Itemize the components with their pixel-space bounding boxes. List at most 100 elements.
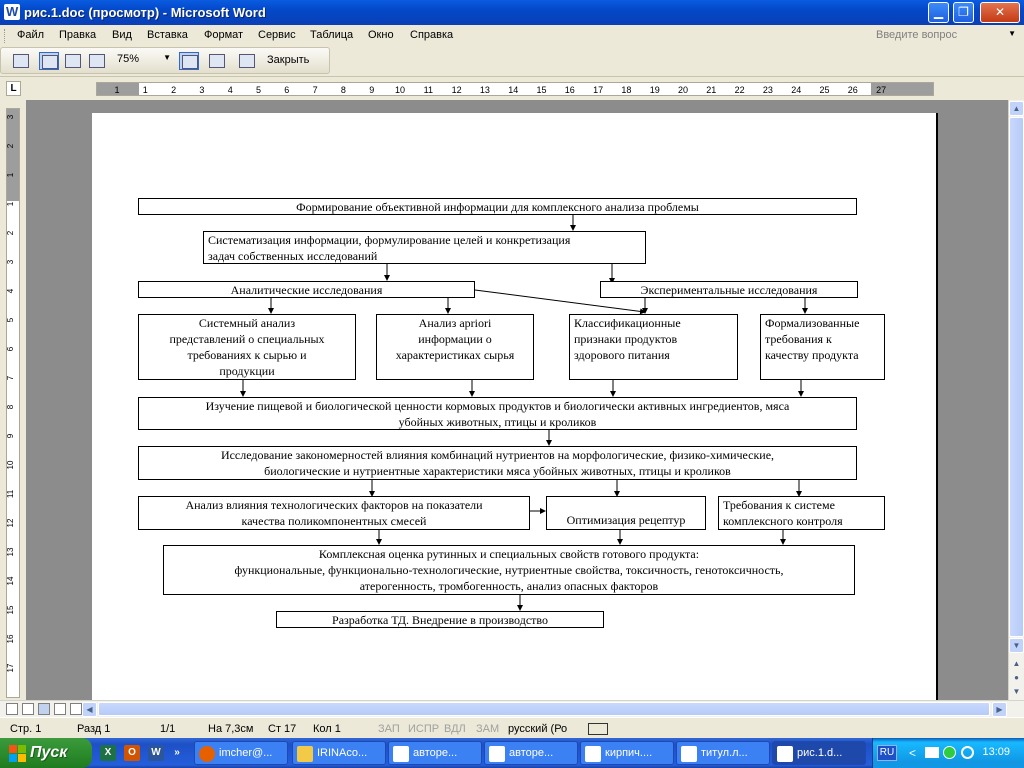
box-text-line: биологические и нутриентные характеристи…: [264, 464, 731, 478]
status-overtype[interactable]: ЗАМ: [476, 723, 500, 735]
task-label: imcher@...: [219, 747, 273, 759]
status-record[interactable]: ЗАП: [378, 723, 400, 735]
language-indicator[interactable]: RU: [877, 745, 897, 761]
outlook-quicklaunch-icon[interactable]: O: [124, 745, 140, 761]
word-quicklaunch-icon[interactable]: W: [148, 745, 164, 761]
shrink-to-fit-button[interactable]: [207, 52, 227, 70]
excel-quicklaunch-icon[interactable]: X: [100, 745, 116, 761]
status-tray-icon[interactable]: [961, 746, 974, 759]
minimize-button[interactable]: ▁: [928, 2, 949, 23]
box-text-line: Комплексная оценка рутинных и специальны…: [318, 547, 700, 561]
vertical-scrollbar[interactable]: ▲ ▼ ▲ ● ▼: [1008, 100, 1024, 700]
task-word-1[interactable]: авторе...: [388, 741, 482, 765]
task-firefox-mail[interactable]: imcher@...: [194, 741, 288, 765]
close-button[interactable]: ✕: [980, 2, 1020, 23]
horizontal-scrollbar[interactable]: ◀ ▶: [0, 700, 1024, 717]
ruler-icon: [182, 55, 198, 69]
box-text-line: характеристиках сырья: [395, 348, 515, 362]
ruler-label: 4: [228, 85, 233, 95]
scroll-left-button[interactable]: ◀: [82, 702, 97, 717]
menu-help[interactable]: Справка: [410, 29, 454, 41]
ruler-label: 20: [678, 85, 688, 95]
print-button[interactable]: [11, 52, 31, 70]
vruler-label: 12: [7, 518, 15, 527]
vruler-label: 4: [7, 288, 15, 293]
network-tray-icon[interactable]: [943, 746, 956, 759]
multiple-pages-button[interactable]: [87, 52, 107, 70]
vruler-label: 8: [7, 404, 15, 409]
flowchart-box-technological: Анализ влияния технологических факторов …: [138, 496, 530, 530]
menu-table[interactable]: Таблица: [310, 29, 354, 41]
shrink-to-fit-icon: [209, 54, 225, 68]
close-preview-button[interactable]: Закрыть: [267, 54, 310, 66]
flowchart-box-recipe-optimization: Оптимизация рецептур: [546, 496, 706, 530]
menu-edit[interactable]: Правка: [59, 29, 97, 41]
status-extend[interactable]: ВДЛ: [444, 723, 466, 735]
vruler-label: 14: [7, 576, 15, 585]
normal-view-icon[interactable]: [6, 703, 18, 715]
status-track-changes[interactable]: ИСПР: [408, 723, 440, 735]
vruler-label: 1: [7, 201, 15, 206]
ask-question-box[interactable]: Введите вопрос ▼: [872, 28, 1020, 45]
status-bar: Стр. 1 Разд 1 1/1 На 7,3см Ст 17 Кол 1 З…: [0, 717, 1024, 738]
box-text: Аналитические исследования: [230, 283, 383, 297]
box-text-line: информации о: [418, 332, 492, 346]
outline-view-icon[interactable]: [54, 703, 66, 715]
vruler-label: 3: [7, 259, 15, 264]
task-word-3[interactable]: кирпич....: [580, 741, 674, 765]
task-folder[interactable]: IRINAco...: [292, 741, 386, 765]
start-button[interactable]: Пуск: [0, 738, 92, 768]
quicklaunch-more[interactable]: »: [174, 747, 180, 758]
ruler-label: 22: [735, 85, 745, 95]
tray-expand-icon[interactable]: <: [909, 746, 917, 760]
flowchart-box-control-requirements: Требования к системе комплексного контро…: [718, 496, 885, 530]
scroll-up-button[interactable]: ▲: [1009, 101, 1024, 116]
task-word-active[interactable]: рис.1.d...: [772, 741, 866, 765]
ruler-label: 1: [143, 85, 148, 95]
browse-object-icon[interactable]: ●: [1009, 670, 1024, 685]
previous-page-icon[interactable]: ▲: [1009, 656, 1024, 671]
task-word-2[interactable]: авторе...: [484, 741, 578, 765]
menu-grip[interactable]: [4, 29, 7, 43]
ruler-label: 1: [114, 85, 119, 95]
view-ruler-button[interactable]: [179, 52, 199, 70]
one-page-icon: [65, 54, 81, 68]
scroll-right-button[interactable]: ▶: [992, 702, 1007, 717]
box-text: Формирование объективной информации для …: [296, 200, 699, 214]
reading-layout-view-icon[interactable]: [70, 703, 82, 715]
word-app-icon[interactable]: [4, 4, 20, 20]
spelling-status-icon[interactable]: [588, 723, 608, 735]
full-screen-button[interactable]: [237, 52, 257, 70]
restore-button[interactable]: ❐: [953, 2, 974, 23]
zoom-select[interactable]: 75% ▼: [117, 53, 173, 69]
menu-tools[interactable]: Сервис: [258, 29, 296, 41]
ruler-label: 6: [284, 85, 289, 95]
one-page-button[interactable]: [63, 52, 83, 70]
ruler-label: 3: [199, 85, 204, 95]
zoom-dropdown-icon[interactable]: ▼: [163, 53, 171, 62]
menu-view[interactable]: Вид: [112, 29, 132, 41]
menu-format[interactable]: Формат: [204, 29, 244, 41]
ask-dropdown-icon[interactable]: ▼: [1008, 29, 1016, 38]
vertical-scroll-thumb[interactable]: [1009, 117, 1024, 637]
web-layout-view-icon[interactable]: [22, 703, 34, 715]
document-page[interactable]: Формирование объективной информации для …: [92, 113, 938, 700]
print-layout-view-icon[interactable]: [38, 703, 50, 715]
box-text-line: Анализ влияния технологических факторов …: [185, 498, 483, 512]
task-word-4[interactable]: титул.л...: [676, 741, 770, 765]
vertical-ruler[interactable]: 3211234567891011121314151617: [6, 108, 20, 698]
scroll-down-button[interactable]: ▼: [1009, 638, 1024, 653]
vruler-ticks: 3211234567891011121314151617: [7, 114, 15, 672]
multiple-pages-icon: [89, 54, 105, 68]
magnifier-button[interactable]: [39, 52, 59, 70]
menu-window[interactable]: Окно: [368, 29, 394, 41]
menu-insert[interactable]: Вставка: [147, 29, 188, 41]
next-page-icon[interactable]: ▼: [1009, 684, 1024, 699]
document-area[interactable]: Формирование объективной информации для …: [26, 100, 1008, 700]
horizontal-scroll-thumb[interactable]: [98, 702, 990, 716]
box-text-line: функциональные, функционально-технологич…: [234, 563, 784, 577]
mail-tray-icon[interactable]: [925, 747, 939, 758]
menu-file[interactable]: Файл: [17, 29, 45, 41]
tab-selector[interactable]: L: [6, 81, 21, 96]
